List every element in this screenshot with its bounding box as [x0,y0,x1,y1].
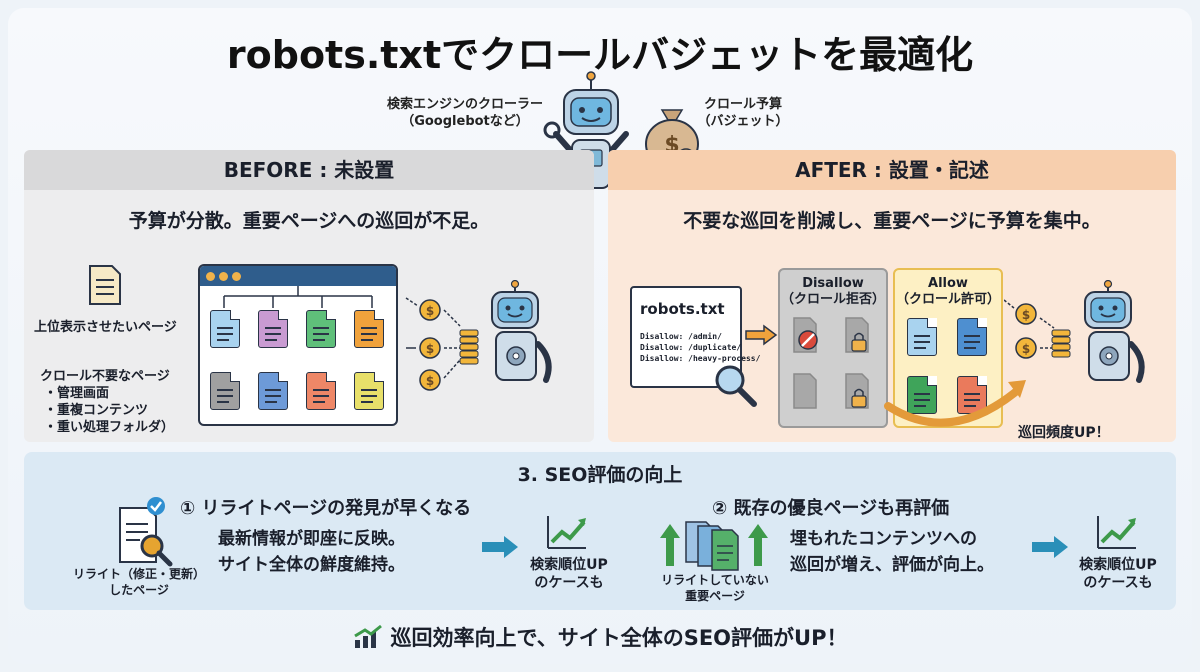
after-crawl-robot: $ $ [1004,280,1145,383]
svg-text:$: $ [1022,342,1030,356]
rewrite-page-icon [119,497,173,567]
svg-text:$: $ [426,304,434,318]
arrow-right-icon [1032,536,1068,558]
coin-icon: $ [419,299,441,321]
robot-icon [491,280,552,383]
ranking-up-chart-icon [1097,516,1136,549]
curved-arrow-icon [884,380,1026,427]
coin-icon: $ [1015,337,1037,359]
page-doc-icon [907,318,937,356]
page-doc-icon [258,372,288,410]
blocked-pages-icons [793,317,869,409]
arrow-right-icon [482,536,518,558]
before-header: BEFORE : 未設置 [24,150,594,190]
item1-body: 最新情報が即座に反映。 サイト全体の鮮度維持。 [218,529,405,575]
important-pages-label: リライトしていない 重要ページ [661,573,769,603]
site-tree-lines [223,286,373,308]
window-dot [232,272,241,281]
seo-panel [24,452,1176,610]
allow-box: Allow （クロール許可） [893,268,1003,428]
disallow-box: Disallow （クロール拒否） [778,268,888,428]
page-doc-icon [907,376,937,414]
coin-icon: $ [1015,303,1037,325]
priority-page-icon [89,265,121,305]
robots-rule: Disallow: /heavy-process/ [640,354,761,363]
browser-title-bar [200,266,396,286]
page-doc-icon [210,372,240,410]
page-doc-icon [306,310,336,348]
page-doc-icon [258,310,288,348]
arrow-right-icon [745,324,778,346]
item1-title: ① リライトページの発見が早くなる [180,498,472,519]
svg-text:$: $ [426,374,434,388]
after-subhead: 不要な巡回を削減し、重要ページに予算を集中。 [683,210,1101,232]
website-browser-window [198,264,398,426]
after-header: AFTER : 設置・記述 [608,150,1176,190]
window-dot [206,272,215,281]
robots-rule: Disallow: /duplicate/ [640,343,742,352]
page-doc-icon [306,372,336,410]
growth-chart-icon [353,624,382,648]
svg-text:$: $ [1022,308,1030,322]
page-doc-icon [354,310,384,348]
robots-file-title: robots.txt [640,300,725,318]
robots-rule: Disallow: /admin/ [640,332,722,341]
item1-result: 検索順位UP のケースも [530,557,608,591]
seo-section-title: 3. SEO評価の向上 [517,464,683,486]
crawler-label: 検索エンジンのクローラー （Googlebotなど） [386,97,543,129]
window-dot [219,272,228,281]
before-subhead: 予算が分散。重要ページへの巡回が不足。 [128,210,490,232]
page-doc-icon [210,310,240,348]
priority-pages-label: 上位表示させたいページ [34,320,177,335]
coin-icon: $ [419,337,441,359]
page-doc-icon [354,372,384,410]
item2-title: ② 既存の優良ページも再評価 [712,498,950,519]
magnifier-icon [715,365,757,407]
rewrite-page-label: リライト（修正・更新） したページ [72,567,205,597]
svg-text:$: $ [426,342,434,356]
before-crawl-scatter: $ $ $ [405,280,552,391]
important-pages-icon [660,521,768,571]
page-doc-icon [957,318,987,356]
unneeded-pages-list: クロール不要なページ ・管理画面 ・重複コンテンツ ・重い処理フォルダ） [40,369,175,435]
item2-body: 埋もれたコンテンツへの 巡回が増え、評価が向上。 [790,529,994,575]
frequency-up-label: 巡回頻度UP！ [1018,425,1110,441]
item2-result: 検索順位UP のケースも [1079,557,1157,591]
budget-label: クロール予算 （バジェット） [697,97,789,129]
footer-message: 巡回効率向上で、サイト全体のSEO評価がUP！ [0,622,1200,652]
coin-icon: $ [419,369,441,391]
robot-icon [1084,280,1145,383]
page-title: robots.txtでクロールバジェットを最適化 [226,33,974,77]
ranking-up-chart-icon [547,516,586,549]
